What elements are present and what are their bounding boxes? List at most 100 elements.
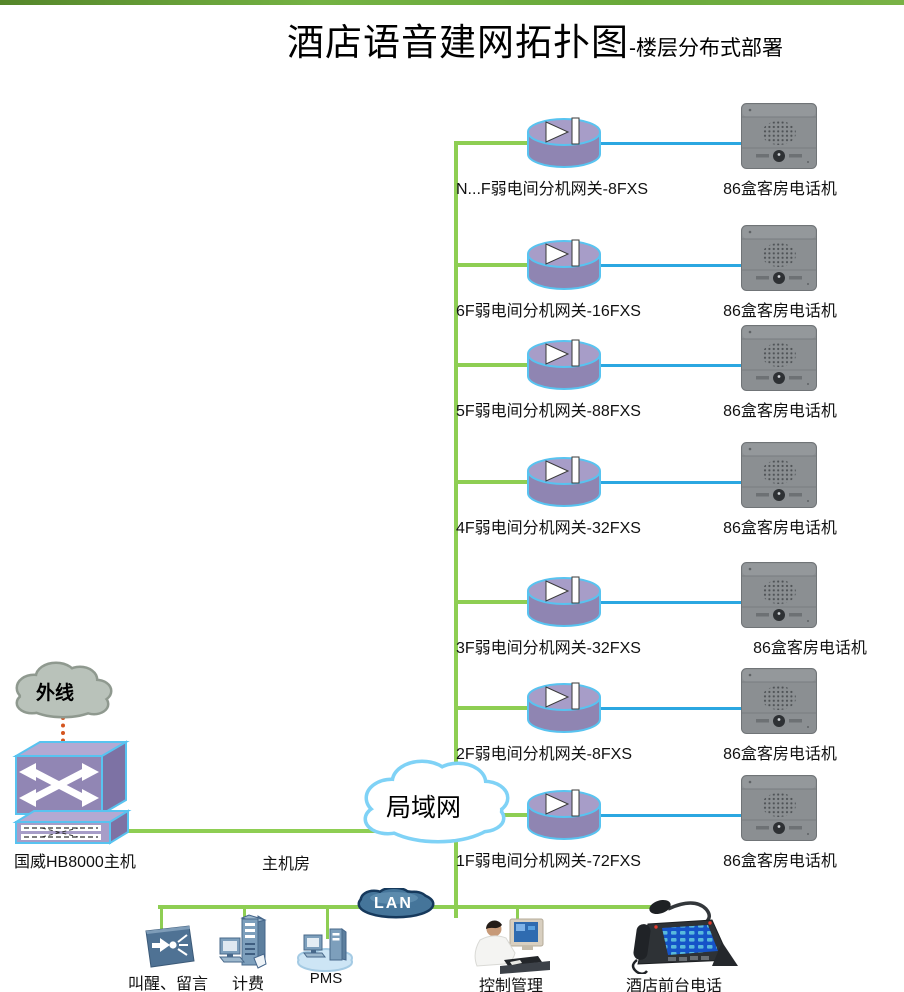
room-phone-label: 86盒客房电话机 <box>723 853 837 870</box>
pbx-switch-icon <box>12 740 132 845</box>
row-phone-line <box>598 601 743 604</box>
floor-row-1f: 1F弱电间分机网关-72FXS 86盒客房电话机 <box>440 775 870 871</box>
call-button <box>773 150 785 162</box>
outside-line-dotted-link <box>61 716 65 750</box>
floor-row-3f: 3F弱电间分机网关-32FXS 86盒客房电话机 <box>440 562 870 658</box>
led-dot <box>748 108 752 112</box>
led-dot <box>748 673 752 677</box>
lan-cloud-label: 局域网 <box>386 794 462 822</box>
call-button <box>773 822 785 834</box>
floor-row-2f: 2F弱电间分机网关-8FXS 86盒客房电话机 <box>440 668 870 764</box>
bar-icon <box>571 456 580 484</box>
floor-row-5f: 5F弱电间分机网关-88FXS 86盒客房电话机 <box>440 325 870 421</box>
room-phone-icon <box>741 668 817 734</box>
room-phone-icon <box>741 562 817 628</box>
gateway-label: N...F弱电间分机网关-8FXS <box>456 181 649 198</box>
gateway-label: 2F弱电间分机网关-8FXS <box>456 746 633 763</box>
row-phone-line <box>598 364 743 367</box>
room-phone-icon <box>741 103 817 169</box>
call-button <box>773 372 785 384</box>
lan-badge-label: LAN <box>374 895 413 912</box>
billing-label: 计费 <box>231 976 264 992</box>
speaker-grille-icon <box>762 243 796 267</box>
gateway-icon <box>527 576 601 627</box>
gateway-label: 1F弱电间分机网关-72FXS <box>456 853 641 870</box>
play-icon <box>545 460 570 482</box>
arrow-icon <box>152 938 170 952</box>
play-icon <box>545 121 570 143</box>
row-phone-line <box>598 264 743 267</box>
room-phone-icon <box>741 325 817 391</box>
page-title-sub: -楼层分布式部署 <box>629 37 783 60</box>
paper-icon <box>253 953 267 969</box>
row-uplink-line <box>456 706 568 710</box>
row-uplink-line <box>456 263 568 267</box>
room-phone-icon <box>741 225 817 291</box>
gateway-icon <box>527 456 601 507</box>
play-icon <box>545 793 570 815</box>
row-phone-line <box>598 142 743 145</box>
room-phone-label: 86盒客房电话机 <box>723 746 837 763</box>
control-management-operator-icon <box>474 918 550 974</box>
handset-cord <box>631 959 648 974</box>
bar-icon <box>571 239 580 267</box>
room-phone-label: 86盒客房电话机 <box>753 640 867 657</box>
led-dot <box>748 330 752 334</box>
gateway-icon <box>527 339 601 390</box>
room-phone-label: 86盒客房电话机 <box>723 181 837 198</box>
gateway-label: 3F弱电间分机网关-32FXS <box>456 640 641 657</box>
gateway-label: 4F弱电间分机网关-32FXS <box>456 520 641 537</box>
floor-row-nf: N...F弱电间分机网关-8FXS 86盒客房电话机 <box>440 103 870 199</box>
floor-row-4f: 4F弱电间分机网关-32FXS 86盒客房电话机 <box>440 442 870 538</box>
pms-server-icon <box>297 928 353 972</box>
bar-icon <box>571 789 580 817</box>
drop-line-pms <box>326 907 329 939</box>
room-phone-label: 86盒客房电话机 <box>723 303 837 320</box>
gooseneck-mic <box>667 901 711 925</box>
row-uplink-line <box>456 141 568 145</box>
gateway-icon <box>527 117 601 168</box>
host-label: 国威HB8000主机 <box>14 854 136 871</box>
phone-stand <box>712 942 738 966</box>
crossed-arrows-icon <box>19 763 99 807</box>
control-management-label: 控制管理 <box>478 978 543 992</box>
speaker-grille-icon <box>762 121 796 145</box>
call-button <box>773 609 785 621</box>
speaker-grille-icon <box>762 460 796 484</box>
host-to-lan-line <box>108 829 458 833</box>
lan-badge-icon <box>357 888 435 919</box>
drop-line-wakeup <box>160 907 163 929</box>
front-desk-phone-label: 酒店前台电话 <box>625 978 722 992</box>
pms-label: PMS <box>309 970 343 987</box>
play-icon <box>545 343 570 365</box>
lan-cloud-icon <box>363 759 510 844</box>
gateway-label: 5F弱电间分机网关-88FXS <box>456 403 641 420</box>
call-button <box>773 272 785 284</box>
wakeup-message-label: 叫醒、留言 <box>127 976 208 992</box>
row-uplink-line <box>456 600 568 604</box>
desk <box>500 961 550 974</box>
outside-cloud-label: 外线 <box>36 683 75 704</box>
call-button <box>773 715 785 727</box>
page-title: 酒店语音建网拓扑图-楼层分布式部署 <box>287 12 783 66</box>
gateway-label: 6F弱电间分机网关-16FXS <box>456 303 641 320</box>
room-phone-label: 86盒客房电话机 <box>723 520 837 537</box>
speaker-grille-icon <box>762 343 796 367</box>
play-icon <box>545 686 570 708</box>
row-phone-line <box>598 707 743 710</box>
front-desk-phone-icon <box>631 899 738 974</box>
play-icon <box>545 580 570 602</box>
led-dot <box>748 230 752 234</box>
page-title-main: 酒店语音建网拓扑图 <box>287 22 629 63</box>
row-uplink-line <box>456 813 568 817</box>
speaker-grille-icon <box>762 686 796 710</box>
wakeup-message-server-icon <box>145 925 195 968</box>
bar-icon <box>571 682 580 710</box>
drop-line-control <box>516 907 519 925</box>
handset <box>633 924 651 960</box>
call-button <box>773 489 785 501</box>
bar-icon <box>571 339 580 367</box>
lan-trunk-line <box>454 141 458 918</box>
row-uplink-line <box>456 363 568 367</box>
floor-row-6f: 6F弱电间分机网关-16FXS 86盒客房电话机 <box>440 225 870 321</box>
